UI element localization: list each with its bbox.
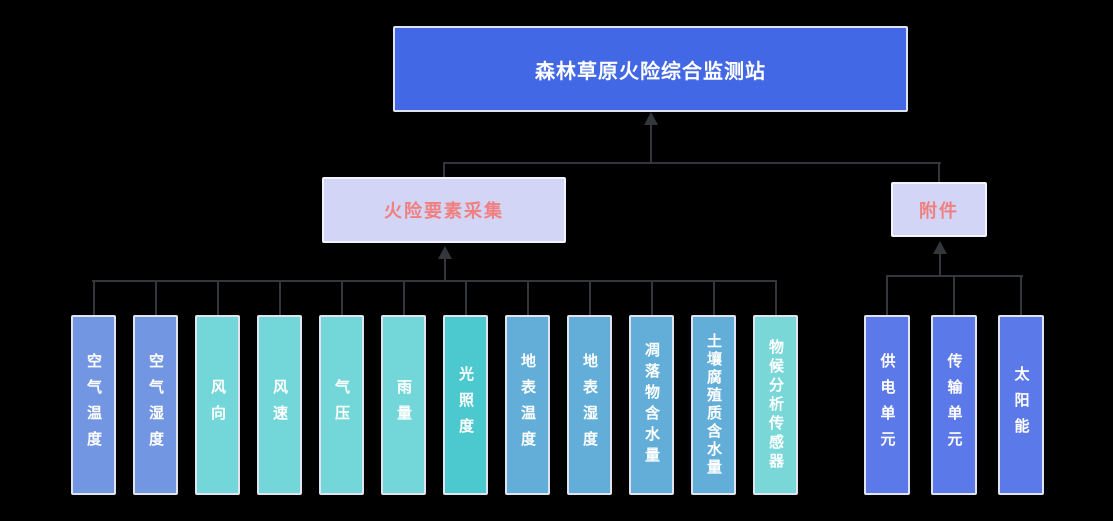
connector-line — [154, 280, 157, 315]
node-surface-temperature-label: 地表温度 — [519, 353, 536, 457]
connector-line — [402, 280, 405, 315]
leaf-cell: 空气湿度 — [133, 280, 178, 495]
connector-line — [216, 280, 219, 315]
node-phenology-sensor-label: 物候分析传感器 — [767, 338, 784, 472]
connector-line — [526, 280, 529, 315]
connector-line — [712, 280, 715, 315]
node-litter-moisture: 凋落物含水量 — [629, 315, 674, 495]
connector-line — [444, 257, 446, 282]
node-illuminance-label: 光照度 — [457, 366, 474, 444]
node-wind-direction: 风向 — [195, 315, 240, 495]
leaf-cell: 空气温度 — [71, 280, 116, 495]
connector-line — [938, 162, 940, 183]
leaf-cell: 供电单元 — [864, 275, 910, 495]
connector-line — [464, 280, 467, 315]
node-air-pressure: 气压 — [319, 315, 364, 495]
node-air-pressure-label: 气压 — [333, 379, 350, 431]
node-accessories: 附件 — [891, 182, 987, 237]
node-rainfall: 雨量 — [381, 315, 426, 495]
connector-line — [278, 280, 281, 315]
connector-line — [1020, 275, 1022, 315]
leaf-cell: 风速 — [257, 280, 302, 495]
node-surface-humidity-label: 地表湿度 — [581, 353, 598, 457]
node-surface-temperature: 地表温度 — [505, 315, 550, 495]
leaf-cell: 凋落物含水量 — [629, 280, 674, 495]
leaf-cell: 物候分析传感器 — [753, 280, 798, 495]
connector-line — [650, 280, 653, 315]
node-surface-humidity: 地表湿度 — [567, 315, 612, 495]
node-wind-speed-label: 风速 — [271, 379, 288, 431]
connector-line — [774, 280, 777, 315]
leaf-cell: 地表湿度 — [567, 280, 612, 495]
arrow-up-icon — [644, 112, 658, 125]
node-wind-speed: 风速 — [257, 315, 302, 495]
connector-line — [650, 123, 652, 163]
node-illuminance: 光照度 — [443, 315, 488, 495]
node-soil-humus-moisture-label: 土壤腐殖质含水量 — [705, 333, 722, 477]
connector-line — [953, 275, 955, 315]
node-transmission-unit-label: 传输单元 — [945, 353, 963, 457]
leaf-cell: 传输单元 — [931, 275, 977, 495]
leaf-cell: 土壤腐殖质含水量 — [691, 280, 736, 495]
node-phenology-sensor: 物候分析传感器 — [753, 315, 798, 495]
connector-line — [443, 162, 445, 178]
node-solar-energy: 太阳能 — [998, 315, 1044, 495]
leaf-cell: 太阳能 — [998, 275, 1044, 495]
node-soil-humus-moisture: 土壤腐殖质含水量 — [691, 315, 736, 495]
node-wind-direction-label: 风向 — [209, 379, 226, 431]
accessory-row: 供电单元 传输单元 太阳能 — [864, 275, 1044, 495]
node-monitoring-station-label: 森林草原火险综合监测站 — [535, 60, 766, 83]
connector-line — [443, 162, 941, 164]
sensor-row: 空气温度 空气湿度 风向 风速 气压 — [71, 280, 798, 495]
connector-line — [588, 280, 591, 315]
node-air-humidity-label: 空气湿度 — [147, 353, 164, 457]
node-air-humidity: 空气湿度 — [133, 315, 178, 495]
node-power-supply-unit: 供电单元 — [864, 315, 910, 495]
connector-line — [886, 275, 888, 315]
leaf-cell: 雨量 — [381, 280, 426, 495]
node-fire-risk-collection-label: 火险要素采集 — [384, 201, 504, 221]
leaf-cell: 光照度 — [443, 280, 488, 495]
node-fire-risk-collection: 火险要素采集 — [322, 177, 566, 243]
node-litter-moisture-label: 凋落物含水量 — [643, 342, 660, 468]
connector-line — [939, 253, 941, 276]
leaf-cell: 地表温度 — [505, 280, 550, 495]
node-rainfall-label: 雨量 — [395, 379, 412, 431]
node-solar-energy-label: 太阳能 — [1012, 366, 1030, 444]
node-power-supply-unit-label: 供电单元 — [878, 353, 896, 457]
leaf-cell: 风向 — [195, 280, 240, 495]
connector-line — [340, 280, 343, 315]
node-air-temperature: 空气温度 — [71, 315, 116, 495]
node-air-temperature-label: 空气温度 — [85, 353, 102, 457]
node-monitoring-station: 森林草原火险综合监测站 — [393, 26, 908, 112]
node-accessories-label: 附件 — [919, 200, 959, 221]
connector-line — [92, 280, 776, 282]
connector-line — [92, 280, 95, 315]
arrow-up-icon — [933, 241, 947, 254]
node-transmission-unit: 传输单元 — [931, 315, 977, 495]
arrow-up-icon — [438, 246, 452, 259]
leaf-cell: 气压 — [319, 280, 364, 495]
